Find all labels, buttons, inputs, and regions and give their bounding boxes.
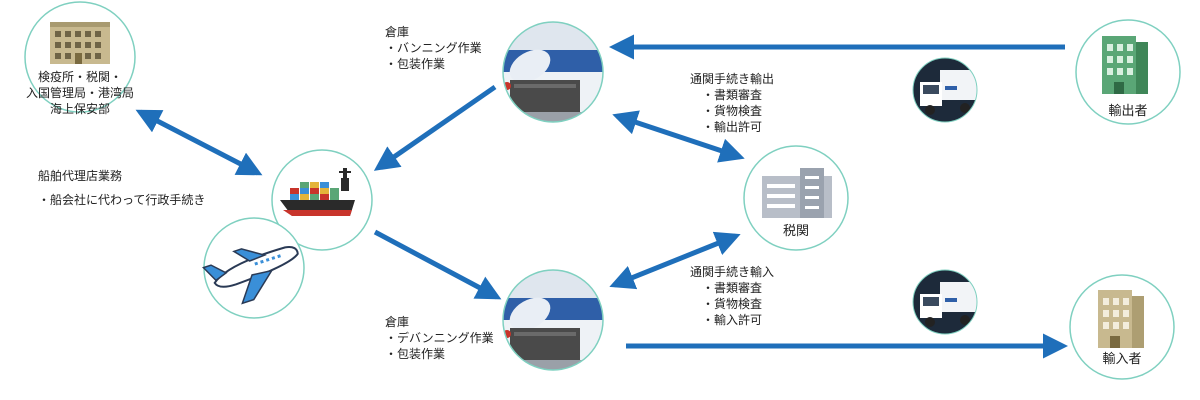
- export-procedure-item-1: ・書類審査: [702, 88, 763, 102]
- warehouse-export-title: 倉庫: [385, 25, 410, 39]
- customs-label: 税関: [782, 224, 809, 239]
- ship-node: [271, 149, 373, 251]
- building-icon: [50, 22, 110, 64]
- agency-label: 船舶代理店業務 ・船会社に代わって行政手続き: [38, 168, 205, 208]
- truck-photo-export: [912, 57, 978, 123]
- flow-arrows: [135, 34, 1068, 359]
- export-procedure-title: 通関手続き輸出: [690, 72, 775, 86]
- office-building-icon: [1102, 36, 1148, 94]
- export-procedure-item-2: ・貨物検査: [702, 104, 763, 118]
- warehouse-export-photo: [502, 21, 604, 123]
- truck-photo-import: [912, 269, 978, 335]
- arrow-warehouse-customs-export: [612, 110, 745, 163]
- agency-item: ・船会社に代わって行政手続き: [38, 193, 206, 207]
- warehouse-import-label: 倉庫 ・デバンニング作業 ・包装作業: [385, 314, 494, 362]
- arrow-ship-to-warehouse: [373, 229, 502, 300]
- import-procedure-item-3: ・輸入許可: [702, 313, 763, 327]
- warehouse-export-item-2: ・包装作業: [385, 57, 446, 71]
- agency-title: 船舶代理店業務: [38, 169, 123, 183]
- import-procedure-item-1: ・書類審査: [702, 281, 763, 295]
- warehouse-export-item-1: ・バンニング作業: [385, 41, 482, 55]
- import-procedure-label: 通関手続き輸入 ・書類審査 ・貨物検査 ・輸入許可: [690, 264, 774, 328]
- import-procedure-title: 通関手続き輸入: [690, 265, 775, 279]
- cargo-ship-icon: [280, 168, 355, 216]
- authorities-label: 検疫所・税関・ 入国管理局・港湾局 海上保安部: [20, 69, 140, 117]
- exporter-label: 輸出者: [1108, 104, 1148, 119]
- export-procedure-item-3: ・輸出許可: [702, 120, 763, 134]
- warehouse-import-item-2: ・包装作業: [385, 347, 446, 361]
- authorities-node: [24, 1, 136, 113]
- customs-node: [743, 145, 849, 251]
- authorities-line-2: 入国管理局・港湾局: [25, 86, 134, 100]
- importer-label: 輸入者: [1102, 352, 1142, 367]
- exporter-node: [1075, 19, 1181, 125]
- arrow-warehouse-to-ship: [373, 84, 497, 171]
- customs-building-icon: [762, 168, 832, 218]
- warehouse-export-label: 倉庫 ・バンニング作業 ・包装作業: [385, 24, 482, 72]
- arrow-customs-warehouse-import: [609, 231, 741, 290]
- authorities-line-3: 海上保安部: [49, 102, 110, 116]
- warehouse-import-item-1: ・デバンニング作業: [385, 331, 494, 345]
- warehouse-import-title: 倉庫: [385, 315, 410, 329]
- authorities-line-1: 検疫所・税関・: [37, 70, 122, 84]
- airplane-icon: [202, 246, 299, 305]
- importer-node: [1069, 274, 1175, 380]
- plane-node: [202, 217, 305, 319]
- import-procedure-item-2: ・貨物検査: [702, 297, 763, 311]
- warehouse-import-photo: [502, 269, 604, 371]
- office-building-icon: [1098, 290, 1144, 348]
- export-procedure-label: 通関手続き輸出 ・書類審査 ・貨物検査 ・輸出許可: [690, 71, 774, 135]
- arrow-authorities-agency: [135, 109, 263, 176]
